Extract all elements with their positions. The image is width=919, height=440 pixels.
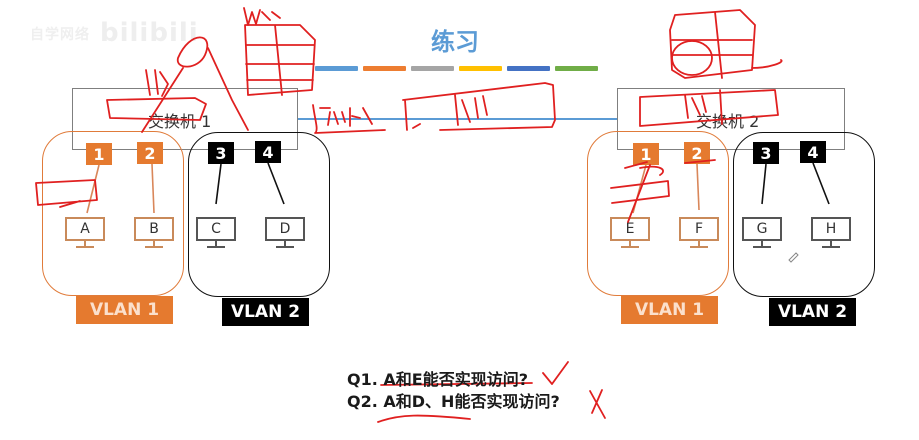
vlan1-group-switch-1 — [42, 131, 184, 296]
pc-h[interactable]: H — [811, 217, 855, 251]
slide-title: 练习 — [431, 28, 479, 56]
cable-port4-d — [267, 162, 285, 205]
monitor-stand — [153, 241, 155, 247]
accent-bar — [363, 66, 406, 71]
accent-bar — [507, 66, 550, 71]
ink-strike-e — [610, 161, 670, 223]
ink-underline-q2 — [377, 414, 471, 423]
accent-bar — [315, 66, 358, 71]
cable-port3-c — [215, 163, 222, 205]
pc-c[interactable]: C — [196, 217, 240, 251]
pc-h-label: H — [811, 217, 851, 241]
ink-trunk — [312, 104, 386, 134]
monitor-base — [145, 246, 163, 248]
monitor-base — [753, 246, 771, 248]
ink-circle-table-2 — [671, 40, 713, 76]
switch-2-port-2[interactable]: 2 — [684, 142, 710, 164]
accent-bar — [459, 66, 502, 71]
ink-vid-box-right — [639, 89, 779, 127]
cable-port4-h — [812, 162, 830, 205]
pc-a[interactable]: A — [65, 217, 109, 251]
question-2: Q2. A和D、H能否实现访问? — [347, 392, 560, 411]
question-1: Q1. A和E能否实现访问? — [347, 370, 528, 389]
monitor-stand — [830, 241, 832, 247]
ink-arrow-stroke — [141, 36, 209, 133]
ink-check-mark — [542, 361, 569, 385]
switch-2-port-4[interactable]: 4 — [800, 141, 826, 163]
monitor-base — [76, 246, 94, 248]
switch-2-port-3[interactable]: 3 — [753, 142, 779, 164]
pc-b-label: B — [134, 217, 174, 241]
ink-vid-text-right — [684, 94, 707, 119]
monitor-base — [276, 246, 294, 248]
accent-bars — [315, 66, 598, 71]
pc-f[interactable]: F — [679, 217, 723, 251]
watermark-channel: 自学网络 — [30, 26, 90, 43]
switch-1-label: 交换机 1 — [148, 112, 212, 131]
vlan1-tag-switch-2: VLAN 1 — [621, 296, 718, 324]
ink-vid-box-left — [106, 97, 207, 121]
pc-f-label: F — [679, 217, 719, 241]
monitor-stand — [284, 241, 286, 247]
monitor-base — [207, 246, 225, 248]
switch-2 — [617, 88, 845, 150]
ink-vlan-table-2 — [669, 9, 756, 79]
vlan1-tag-switch-1: VLAN 1 — [76, 296, 173, 324]
switch-1-port-4[interactable]: 4 — [255, 141, 281, 163]
monitor-base — [690, 246, 708, 248]
pc-d[interactable]: D — [265, 217, 309, 251]
ink-vid-text-mid — [454, 94, 488, 126]
monitor-stand — [698, 241, 700, 247]
switch-2-label: 交换机 2 — [696, 112, 760, 131]
pc-d-label: D — [265, 217, 305, 241]
ink-cross-mark — [589, 389, 606, 419]
accent-bar — [555, 66, 598, 71]
vlan1-group-switch-2 — [587, 131, 729, 296]
bilibili-watermark: 自学网络 bilibili — [30, 18, 199, 48]
monitor-base — [822, 246, 840, 248]
switch-1-port-2[interactable]: 2 — [137, 142, 163, 164]
monitor-stand — [84, 241, 86, 247]
vlan2-tag-switch-2: VLAN 2 — [769, 298, 856, 326]
monitor-base — [621, 246, 639, 248]
ink-left-bracket — [35, 179, 98, 208]
cable-port1-a — [86, 164, 100, 214]
switch-2-port-1[interactable]: 1 — [633, 143, 659, 165]
switch-1 — [72, 88, 298, 150]
ink-vlan-text-1 — [243, 7, 281, 26]
watermark-brand: bilibili — [100, 18, 199, 48]
ink-long-stroke — [207, 47, 249, 131]
vlan2-group-switch-2 — [733, 132, 875, 297]
ink-underline-q1 — [380, 382, 533, 386]
pc-g[interactable]: G — [742, 217, 786, 251]
cable-port3-g — [761, 163, 767, 205]
switch-1-port-1[interactable]: 1 — [86, 143, 112, 165]
switch-1-port-3[interactable]: 3 — [208, 142, 234, 164]
monitor-stand — [761, 241, 763, 247]
cable-port2-f — [696, 163, 700, 211]
vlan2-tag-switch-1: VLAN 2 — [222, 298, 309, 326]
pc-a-label: A — [65, 217, 105, 241]
accent-bar — [411, 66, 454, 71]
vlan2-group-switch-1 — [188, 132, 330, 297]
pen-cursor-icon — [788, 252, 799, 263]
cable-port2-b — [151, 163, 155, 214]
ink-frame-mid — [402, 82, 556, 131]
monitor-stand — [215, 241, 217, 247]
ink-under-port2-right — [684, 159, 716, 164]
monitor-stand — [629, 241, 631, 247]
pc-g-label: G — [742, 217, 782, 241]
pc-c-label: C — [196, 217, 236, 241]
ink-tail-2 — [751, 59, 783, 69]
ink-vlan-table-1 — [244, 24, 316, 96]
ink-vid-text-left — [145, 69, 169, 97]
pc-b[interactable]: B — [134, 217, 178, 251]
